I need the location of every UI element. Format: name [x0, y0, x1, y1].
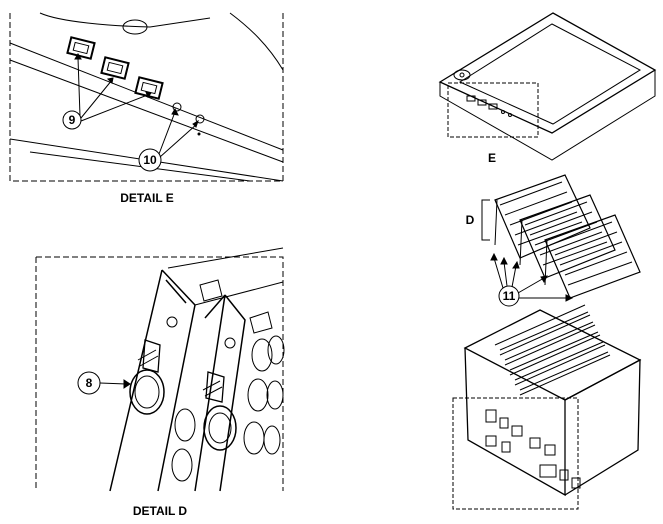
cabinet-right	[564, 358, 641, 496]
callout-10-arrowheads	[171, 107, 199, 128]
callout-11-arrowheads	[490, 252, 574, 302]
top-cover-inner	[458, 23, 642, 125]
callout-10-leaders	[158, 111, 198, 158]
top-cover-knob-center	[459, 72, 465, 78]
coil-element	[171, 448, 193, 482]
bracket	[199, 279, 223, 302]
label-d: D	[466, 213, 475, 227]
detail-d-caption: DETAIL D	[133, 504, 188, 518]
detail-d-panel: 8 DETAIL D	[35, 247, 285, 518]
coil-element	[266, 380, 284, 410]
cabinet-view	[452, 304, 642, 510]
top-cover-switch	[466, 95, 476, 102]
callout-8-leader	[99, 382, 127, 385]
top-cover-indicator	[508, 113, 512, 117]
detail-e-chassis-top	[39, 12, 211, 28]
detail-e-border	[9, 13, 284, 182]
bracket	[249, 311, 273, 334]
cabinet-left	[464, 347, 566, 497]
detail-e-panel-edge-2	[9, 59, 284, 163]
callout-9-leaders	[77, 57, 151, 122]
callout-10-circle	[138, 148, 162, 172]
control-panel-components	[485, 409, 581, 489]
detail-e-indicator-light	[195, 114, 205, 124]
detail-e-switch	[66, 36, 96, 60]
top-cover-knob	[453, 69, 471, 81]
detail-e-panel: 9 10 DETAIL E	[9, 12, 284, 205]
top-cover-switch	[488, 103, 498, 110]
heater-element-frame	[519, 194, 616, 279]
label-e: E	[488, 151, 496, 165]
heater-element-frame	[494, 174, 591, 259]
heater-assembly-view: D 11	[466, 174, 641, 307]
detail-e-dot	[197, 132, 201, 136]
coil-element	[243, 421, 265, 455]
label-d-bracket	[481, 199, 490, 241]
detail-d-border	[35, 256, 284, 491]
callout-9-arrowheads	[74, 53, 152, 99]
cabinet-detail-box	[452, 397, 579, 510]
detail-e-panel-edge-4	[29, 151, 251, 182]
coil-element	[267, 335, 285, 365]
callout-11-label: 11	[503, 289, 516, 303]
detail-e-knob	[122, 19, 148, 35]
top-cover-detail-box	[447, 82, 539, 138]
callout-8-label: 8	[86, 376, 93, 390]
detail-e-edge	[229, 12, 284, 71]
heater-frame-2	[194, 294, 246, 492]
limit-switch	[202, 337, 237, 451]
heater-element-frame	[544, 214, 641, 299]
top-cover-view: E	[438, 12, 657, 165]
callout-11-leaders	[493, 257, 570, 299]
top-cover-front	[439, 70, 656, 161]
heater-frame-1	[109, 269, 196, 492]
detail-e-switch	[100, 56, 130, 80]
cabinet-heater-rods	[494, 304, 611, 396]
coil-element	[251, 338, 273, 372]
coil-element	[174, 408, 196, 442]
coil-element	[247, 378, 269, 412]
top-cover-indicator	[501, 110, 505, 114]
coil-element	[263, 425, 281, 455]
top-cover-switch	[477, 99, 487, 106]
heater-frame-1-rails	[167, 247, 284, 306]
callout-9-circle	[62, 110, 82, 130]
callout-10-label: 10	[143, 153, 157, 167]
callout-11-circle	[498, 285, 520, 307]
limit-switch	[129, 316, 178, 415]
detail-e-caption: DETAIL E	[120, 191, 174, 205]
callout-9-label: 9	[69, 113, 76, 127]
callout-8-arrowhead	[123, 379, 131, 389]
cabinet-top	[463, 309, 642, 401]
detail-e-indicator-light	[172, 102, 182, 112]
